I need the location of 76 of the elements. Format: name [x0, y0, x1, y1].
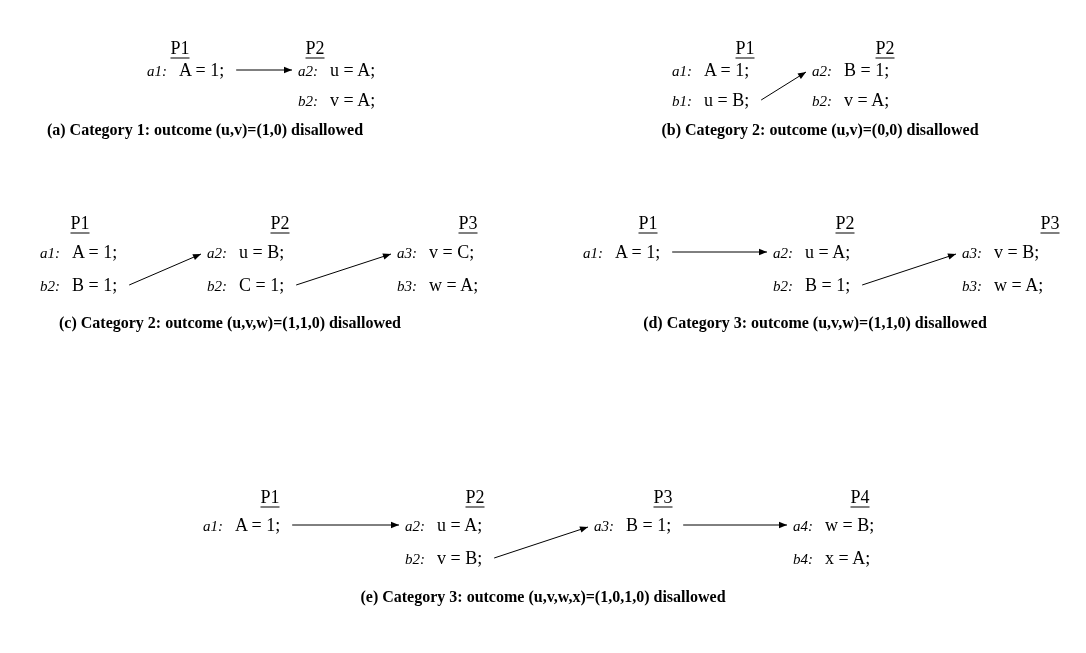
statement-text: C = 1;: [239, 274, 285, 296]
statement-text: A = 1;: [615, 241, 661, 263]
statement-text: u = B;: [704, 89, 750, 111]
statement-label: a1:: [147, 62, 168, 80]
arrow: [861, 253, 957, 286]
statement-text: u = A;: [330, 59, 376, 81]
arrow: [291, 521, 400, 529]
process-header: P3: [458, 212, 478, 234]
statement-label: a3:: [962, 244, 983, 262]
statement-text: A = 1;: [72, 241, 118, 263]
statement-text: v = C;: [429, 241, 475, 263]
statement-label: a2:: [812, 62, 833, 80]
process-header: P2: [875, 37, 895, 59]
statement-text: w = B;: [825, 514, 875, 536]
statement-text: w = A;: [994, 274, 1044, 296]
process-header: P2: [270, 212, 290, 234]
process-header: P3: [653, 486, 673, 508]
process-header: P1: [170, 37, 190, 59]
statement-text: v = B;: [994, 241, 1040, 263]
statement-label: a1:: [203, 517, 224, 535]
statement-label: a3:: [594, 517, 615, 535]
arrow: [760, 71, 807, 101]
subfigure-caption: (c) Category 2: outcome (u,v,w)=(1,1,0) disallowed: [59, 314, 401, 332]
statement-text: v = B;: [437, 547, 483, 569]
statement-text: B = 1;: [805, 274, 851, 296]
statement-label: b1:: [672, 92, 693, 110]
subfigure-caption: (b) Category 2: outcome (u,v)=(0,0) disallowed: [661, 121, 979, 139]
arrow: [493, 526, 589, 559]
statement-label: a2:: [298, 62, 319, 80]
statement-text: B = 1;: [844, 59, 890, 81]
process-header: P2: [465, 486, 485, 508]
statement-label: b3:: [397, 277, 418, 295]
statement-text: A = 1;: [704, 59, 750, 81]
process-header: P4: [850, 486, 870, 508]
statement-label: b3:: [962, 277, 983, 295]
statement-text: w = A;: [429, 274, 479, 296]
statement-text: u = A;: [805, 241, 851, 263]
statement-label: a4:: [793, 517, 814, 535]
statement-text: A = 1;: [179, 59, 225, 81]
statement-label: b2:: [773, 277, 794, 295]
subfigure-caption: (a) Category 1: outcome (u,v)=(1,0) disallowed: [46, 121, 364, 139]
statement-label: a1:: [583, 244, 604, 262]
arrow: [295, 253, 392, 286]
process-header: P1: [638, 212, 658, 234]
arrow: [128, 253, 202, 286]
subfigure-caption: (d) Category 3: outcome (u,v,w)=(1,1,0) disallowed: [643, 314, 987, 332]
statement-label: b2:: [40, 277, 61, 295]
statement-text: x = A;: [825, 547, 871, 569]
statement-label: a1:: [40, 244, 61, 262]
statement-label: a2:: [405, 517, 426, 535]
statement-label: a2:: [207, 244, 228, 262]
statement-text: B = 1;: [72, 274, 118, 296]
statement-label: b2:: [405, 550, 426, 568]
subfigure-caption: (e) Category 3: outcome (u,v,w,x)=(1,0,1,0) disallowed: [360, 588, 726, 606]
process-header: P1: [70, 212, 90, 234]
statement-label: b4:: [793, 550, 814, 568]
statement-label: b2:: [207, 277, 228, 295]
statement-text: A = 1;: [235, 514, 281, 536]
statement-label: b2:: [812, 92, 833, 110]
process-header: P3: [1040, 212, 1060, 234]
statement-text: v = A;: [330, 89, 376, 111]
statement-label: a2:: [773, 244, 794, 262]
statement-label: b2:: [298, 92, 319, 110]
arrow: [682, 521, 788, 529]
arrow: [235, 66, 293, 74]
arrow: [671, 248, 768, 256]
statement-label: a1:: [672, 62, 693, 80]
process-header: P1: [260, 486, 280, 508]
process-header: P2: [305, 37, 325, 59]
statement-text: v = A;: [844, 89, 890, 111]
statement-text: u = A;: [437, 514, 483, 536]
statement-label: a3:: [397, 244, 418, 262]
process-header: P2: [835, 212, 855, 234]
process-header: P1: [735, 37, 755, 59]
statement-text: u = B;: [239, 241, 285, 263]
statement-text: B = 1;: [626, 514, 672, 536]
